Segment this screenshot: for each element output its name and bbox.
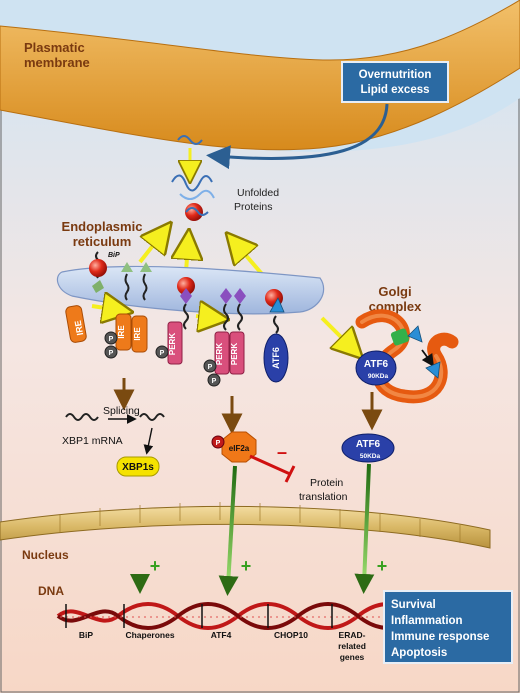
outcome-apoptosis: Apoptosis [391, 647, 447, 659]
protein-translation-label-1: Protein [310, 477, 343, 489]
protein-translation-label-2: translation [299, 491, 348, 503]
xbp1-spliced-icon [139, 413, 165, 421]
perk-label: PERK [168, 333, 177, 355]
stimulus-box [341, 61, 449, 103]
outcome-immune-response: Immune response [391, 631, 489, 643]
eif2a-label: eIF2a [229, 444, 250, 453]
golgi-label-1: Golgi [378, 284, 411, 299]
dna-helix [56, 602, 420, 630]
ire-dimer-label-2: IRE [133, 327, 142, 341]
stimulus-line-1: Overnutrition [359, 69, 432, 81]
outcome-inflammation: Inflammation [391, 615, 463, 627]
outcomes-box [383, 590, 513, 664]
ire1-dimer-receptor-2 [131, 315, 148, 353]
dna-label: DNA [38, 584, 64, 598]
plus-sign: + [377, 556, 388, 576]
splicing-label: Splicing [103, 405, 140, 417]
atf6-50-oval [341, 433, 395, 463]
svg-text:P: P [109, 336, 114, 343]
bip-icon [177, 277, 195, 295]
bip-bound-protein-icon [185, 203, 203, 221]
atf6-90-label: ATF6 [364, 359, 389, 370]
xbp1-mrna-icon [65, 413, 99, 421]
ire1-dimer: IRE IRE P P [104, 262, 152, 359]
unfolded-label-2: Proteins [234, 201, 273, 213]
phospho-icon [203, 359, 217, 373]
atf6-translocation-arrow [320, 316, 352, 348]
plus-sign: + [150, 556, 161, 576]
ire1-receptor [65, 305, 87, 343]
bip-icon [89, 259, 107, 277]
inhibition-line [249, 454, 291, 476]
phospho-icon [211, 435, 225, 449]
stimulus-line-2: Lipid excess [360, 84, 429, 96]
phospho-icon [207, 373, 221, 387]
atf6-transcription-arrow [354, 463, 375, 594]
gene-erad-3: genes [340, 652, 365, 662]
svg-text:P: P [208, 364, 213, 371]
xbp1-mrna-label: XBP1 mRNA [62, 435, 123, 447]
atf6-cleaved-icon [407, 325, 423, 343]
gene-bip: BiP [79, 630, 94, 640]
plasma-membrane [0, 0, 520, 151]
bip-label: BiP [108, 252, 120, 259]
nucleus-label: Nucleus [22, 548, 69, 562]
s1p-protease-icon [390, 328, 410, 346]
ire1-unbound: BiP IRE [65, 251, 120, 343]
perk-dimer-receptor-1 [214, 331, 230, 375]
atf6-fragment-icon [425, 361, 441, 379]
ire-label: IRE [73, 320, 85, 337]
er-label-2: reticulum [73, 234, 132, 249]
perk-dimer-label-1: PERK [215, 343, 224, 365]
ire1-dimer-receptor-1 [115, 313, 132, 351]
gene-chaperones: Chaperones [125, 630, 174, 640]
membrane-label-1: Plasmatic [24, 40, 85, 55]
atf6-sensor-label: ATF6 [271, 347, 281, 369]
atf6-receptor [263, 333, 289, 383]
xbp1s-label: XBP1s [122, 462, 154, 473]
svg-text:P: P [109, 350, 114, 357]
outcome-survival: Survival [391, 599, 436, 611]
atf4-transcription-arrow [218, 465, 239, 596]
gene-erad-2: related [338, 641, 366, 651]
phospho-icon [104, 331, 118, 345]
perk-receptor [167, 321, 183, 365]
atf6-sensor: ATF6 [263, 289, 289, 383]
perk-dimerization-arrow [195, 316, 214, 318]
stimulus-arrow [206, 103, 389, 170]
gene-erad-1: ERAD- [339, 630, 366, 640]
atf6-50-label: ATF6 [356, 439, 381, 450]
unfolded-label-1: Unfolded [237, 187, 279, 199]
perk-dimer-receptor-2 [229, 331, 245, 375]
gene-atf4: ATF4 [211, 630, 232, 640]
phospho-icon [155, 345, 169, 359]
atf6-90-kda: 90KDa [368, 373, 389, 380]
atf6-90-oval [355, 350, 397, 386]
svg-text:P: P [212, 378, 217, 385]
perk-dimer-label-2: PERK [230, 343, 239, 365]
svg-text:P: P [216, 440, 221, 447]
ire-release-arrow [138, 234, 162, 264]
svg-text:P: P [160, 350, 165, 357]
atf6-50-kda: 50KDa [360, 453, 381, 460]
gene-chop10: CHOP10 [274, 630, 308, 640]
eif2a-icon [221, 431, 257, 463]
plus-sign: + [241, 556, 252, 576]
perk-unbound: PERK P [155, 277, 195, 365]
perk-dimer: PERK PERK P P [203, 288, 246, 387]
phospho-icon [104, 345, 118, 359]
ire-dimer-label-1: IRE [117, 325, 126, 339]
atf6-release-arrow [236, 244, 264, 276]
er-label-1: Endoplasmic [62, 219, 143, 234]
ire-dimerization-arrow [91, 306, 118, 310]
xbp1s-protein [116, 456, 160, 477]
membrane-label-2: membrane [24, 55, 90, 70]
minus-sign: – [277, 442, 287, 462]
